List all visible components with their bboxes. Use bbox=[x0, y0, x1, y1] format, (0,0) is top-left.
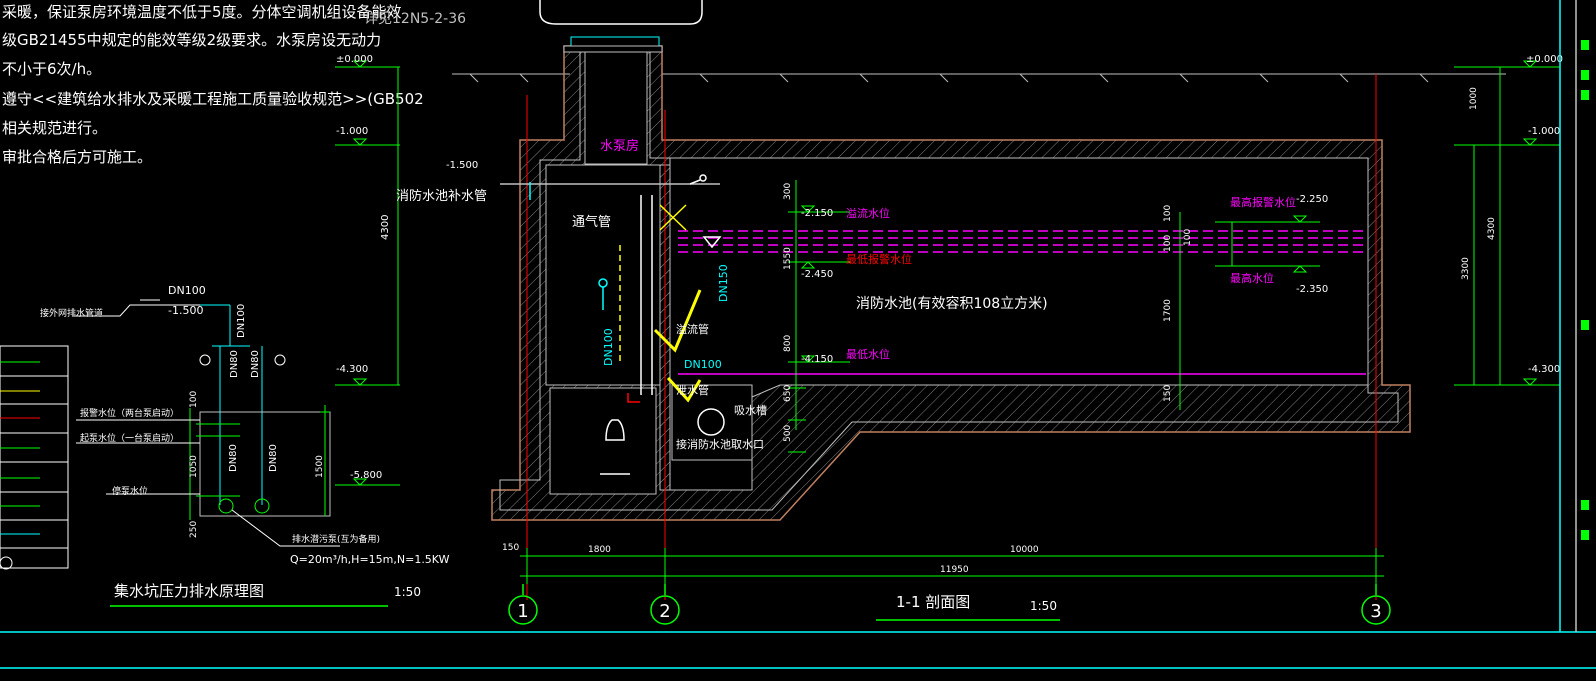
vent-pipe-label: 通气管 bbox=[572, 214, 611, 230]
left-diagram-scale: 1:50 bbox=[394, 585, 421, 599]
max-level-elev: -2.350 bbox=[1296, 284, 1328, 295]
dim-150: 150 bbox=[502, 543, 519, 553]
dn100-vertical-label: DN100 bbox=[602, 328, 615, 366]
left-elevation-column bbox=[335, 60, 400, 486]
note-line-4: 遵守<<建筑给水排水及采暖工程施工质量验收规范>>(GB502 bbox=[2, 90, 424, 108]
axis-bubble-1: 1 bbox=[517, 601, 528, 622]
max-alarm-label: 最高报警水位 bbox=[1230, 195, 1296, 209]
overflow-level-elev: -2.150 bbox=[801, 208, 833, 219]
drain-pipe-label: 泄水管 bbox=[676, 383, 709, 397]
detail-reference: 详见12N5-2-36 bbox=[364, 11, 466, 27]
riser-size: DN100 bbox=[236, 304, 247, 338]
dim-150-vertical: 150 bbox=[1163, 385, 1173, 402]
overflow-level-label: 溢流水位 bbox=[846, 206, 890, 220]
pump-room-label: 水泵房 bbox=[600, 138, 639, 154]
outlet-pipe-label: 接外网排水管道 bbox=[40, 307, 103, 319]
min-alarm-label: 最低报警水位 bbox=[846, 252, 912, 266]
water-levels bbox=[678, 230, 1366, 375]
note-line-6: 审批合格后方可施工。 bbox=[2, 148, 152, 166]
dim-left-4300: 4300 bbox=[380, 215, 391, 240]
right-elev-1: -1.000 bbox=[1528, 126, 1560, 137]
outlet-pipe-size: DN100 bbox=[168, 284, 206, 297]
pump-room-pipes bbox=[500, 174, 725, 475]
makeup-pipe-label: 消防水池补水管 bbox=[396, 188, 487, 204]
left-schematic bbox=[0, 299, 388, 607]
left-dim-100: 100 bbox=[189, 391, 199, 408]
dim-500: 500 bbox=[783, 425, 793, 442]
max-level-label: 最高水位 bbox=[1230, 271, 1274, 285]
branch-size-1: DN80 bbox=[229, 350, 240, 378]
left-dim-1050: 1050 bbox=[189, 455, 199, 478]
section-scale: 1:50 bbox=[1030, 599, 1057, 613]
pool-label: 消防水池(有效容积108立方米) bbox=[856, 295, 1048, 312]
note-line-2: 级GB21455中规定的能效等级2级要求。水泵房设无动力 bbox=[2, 31, 381, 49]
note-line-3: 不小于6次/h。 bbox=[2, 60, 101, 78]
dim-1550: 1550 bbox=[783, 247, 793, 270]
dim-100-b: 100 bbox=[1163, 235, 1173, 252]
branch-size-2: DN80 bbox=[250, 350, 261, 378]
section-dims bbox=[520, 60, 1560, 584]
right-dim-4300: 4300 bbox=[1487, 217, 1497, 240]
frame-marks bbox=[1581, 40, 1589, 540]
dim-300: 300 bbox=[783, 183, 793, 200]
dim-11950: 11950 bbox=[940, 565, 969, 575]
note-line-1: 采暖，保证泵房环境温度不低于5度。分体空调机组设备能效 bbox=[2, 3, 402, 21]
dim-800: 800 bbox=[783, 335, 793, 352]
dim-10000: 10000 bbox=[1010, 545, 1039, 555]
note-line-5: 相关规范进行。 bbox=[2, 119, 107, 137]
right-elev-0: ±0.000 bbox=[1526, 54, 1563, 65]
max-alarm-elev: -2.250 bbox=[1296, 194, 1328, 205]
dim-1700: 1700 bbox=[1163, 299, 1173, 322]
elev-left-1: -1.000 bbox=[336, 126, 368, 137]
stop-level-label: 停泵水位 bbox=[112, 485, 148, 497]
vertical-size-2: DN80 bbox=[268, 444, 279, 472]
axis-bubbles bbox=[508, 584, 1391, 625]
design-notes: 采暖，保证泵房环境温度不低于5度。分体空调机组设备能效 级GB21455中规定的… bbox=[2, 3, 424, 166]
section-title: 1-1 剖面图 bbox=[896, 593, 970, 611]
elev-left-2: -4.300 bbox=[336, 364, 368, 375]
start-level-label: 起泵水位（一台泵启动） bbox=[80, 432, 179, 444]
overflow-pipe-label: 溢流管 bbox=[676, 322, 709, 336]
left-dim-250: 250 bbox=[189, 521, 199, 538]
min-level-label: 最低水位 bbox=[846, 347, 890, 361]
dn100-horizontal-label: DN100 bbox=[684, 358, 722, 371]
elev-left-0: ±0.000 bbox=[336, 54, 373, 65]
elev-left-3: -5.800 bbox=[350, 470, 382, 481]
left-diagram-title: 集水坑压力排水原理图 bbox=[114, 582, 264, 600]
dim-650: 650 bbox=[783, 385, 793, 402]
outlet-pipe-elev: -1.500 bbox=[168, 304, 203, 317]
right-dim-3300: 3300 bbox=[1461, 257, 1471, 280]
makeup-pipe-elev: -1.500 bbox=[446, 160, 478, 171]
dim-100-c: 100 bbox=[1183, 229, 1193, 246]
top-equipment-outline bbox=[539, 0, 703, 25]
right-dim-1000: 1000 bbox=[1469, 87, 1479, 110]
pump-label: 排水潜污泵(互为备用) bbox=[292, 533, 380, 545]
ground-line bbox=[452, 73, 1506, 83]
left-dim-1500: 1500 bbox=[315, 455, 325, 478]
vertical-size-1: DN80 bbox=[228, 444, 239, 472]
alarm-level-label: 报警水位（两台泵启动） bbox=[80, 407, 179, 419]
dim-100-a: 100 bbox=[1163, 205, 1173, 222]
right-elev-2: -4.300 bbox=[1528, 364, 1560, 375]
pump-spec: Q=20m³/h,H=15m,N=1.5KW bbox=[290, 553, 450, 566]
min-level-elev: -4.150 bbox=[801, 354, 833, 365]
dim-1800: 1800 bbox=[588, 545, 611, 555]
section-title-block: 1-1 剖面图 1:50 bbox=[876, 593, 1060, 621]
dn150-label: DN150 bbox=[717, 264, 730, 302]
fire-intake-label: 接消防水池取水口 bbox=[676, 437, 764, 451]
axis-lines bbox=[526, 74, 1377, 600]
axis-bubble-2: 2 bbox=[659, 601, 670, 622]
min-alarm-elev: -2.450 bbox=[801, 269, 833, 280]
axis-bubble-3: 3 bbox=[1370, 601, 1381, 622]
suction-pipe-label: 吸水槽 bbox=[734, 404, 767, 417]
